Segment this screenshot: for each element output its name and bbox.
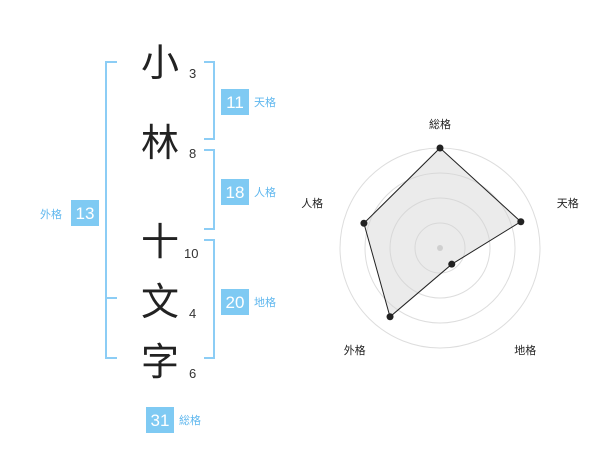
stroke-count-5: 6	[189, 366, 196, 381]
stroke-count-2: 8	[189, 146, 196, 161]
name-char-2: 林	[141, 121, 179, 165]
radar-axis-label-1: 総格	[429, 117, 451, 131]
jinkaku-value: 18	[226, 183, 245, 202]
tenkaku-badge: 11 天格	[221, 89, 276, 115]
jinkaku-bracket	[204, 149, 215, 230]
radar-axis-label-5: 人格	[301, 196, 323, 210]
radar-ring-1	[414, 222, 466, 274]
radar-point-2	[517, 218, 525, 226]
name-char-1: 小	[141, 41, 179, 85]
radar-axis-label-4: 外格	[344, 343, 366, 357]
stroke-count-3: 10	[184, 246, 198, 261]
radar-series-polygon	[363, 147, 522, 318]
chikaku-label: 地格	[254, 295, 276, 309]
tenkaku-bracket	[204, 61, 215, 140]
radar-point-3	[448, 260, 456, 268]
stroke-count-4: 4	[189, 306, 196, 321]
radar-axis-label-2: 天格	[557, 196, 579, 210]
name-char-3: 十	[141, 220, 179, 264]
soukaku-badge: 31 総格	[146, 407, 201, 433]
stroke-count-1: 3	[189, 66, 196, 81]
name-char-5: 字	[141, 340, 179, 384]
radar-center-dot	[437, 245, 443, 251]
radar-point-1	[436, 144, 444, 152]
jinkaku-label: 人格	[254, 185, 276, 199]
radar-point-4	[386, 313, 394, 321]
jinkaku-badge: 18 人格	[221, 179, 276, 205]
soukaku-value: 31	[151, 411, 170, 430]
chikaku-value: 20	[226, 293, 245, 312]
radar-axis-label-3: 地格	[514, 343, 536, 357]
radar-point-5	[360, 219, 368, 227]
gaikaku-bracket	[105, 61, 117, 359]
gaikaku-value: 13	[76, 204, 95, 223]
radar-ring-2	[389, 197, 491, 299]
chikaku-bracket	[204, 239, 215, 359]
name-char-4: 文	[141, 280, 179, 324]
chikaku-badge: 20 地格	[221, 289, 276, 315]
tenkaku-label: 天格	[254, 95, 276, 109]
gaikaku-label: 外格	[40, 207, 62, 221]
soukaku-label: 総格	[179, 413, 201, 427]
radar-ring-3	[364, 172, 516, 324]
gaikaku-badge: 外格 13	[40, 200, 99, 226]
tenkaku-value: 11	[226, 93, 244, 112]
